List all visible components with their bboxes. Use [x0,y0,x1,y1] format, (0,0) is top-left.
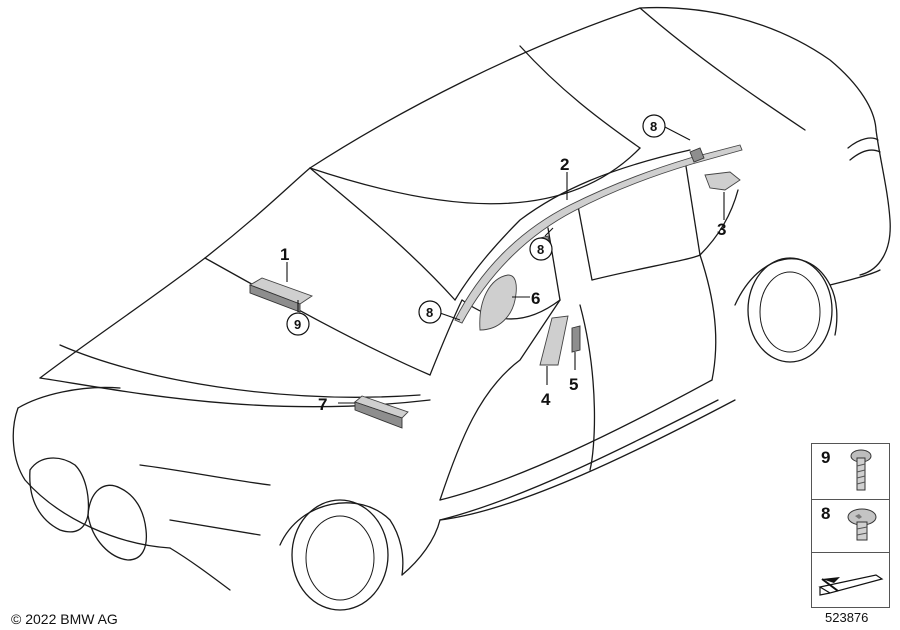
seat-airbag [479,274,517,331]
svg-text:8: 8 [537,242,544,257]
screw-icon [850,449,872,491]
callout-8-top: 8 [642,114,666,138]
legend-row-9: 9 [812,444,889,500]
legend-row-arrow [812,553,889,607]
image-number: 523876 [825,610,869,625]
callout-2: 2 [560,155,569,174]
callout-1: 1 [280,245,289,264]
arrow-icon [818,574,884,596]
callout-7: 7 [318,395,327,414]
callout-6: 6 [531,289,540,308]
svg-text:8: 8 [650,119,657,134]
passenger-airbag [248,277,313,313]
callout-5: 5 [569,375,578,394]
callout-8-left: 8 [418,300,442,324]
legend-number-9: 9 [821,448,831,467]
callout-9: 9 [286,312,310,336]
car-outline [12,6,891,611]
leader-lines [286,125,725,404]
callout-3: 3 [717,220,726,239]
rear-bracket [704,171,741,191]
parts-legend: 9 8 [811,443,890,608]
knee-airbag [354,395,409,429]
svg-text:8: 8 [426,305,433,320]
callout-8-middle: 8 [529,237,553,261]
callout-4: 4 [541,390,551,409]
legend-number-8: 8 [821,504,831,523]
side-airbag-door [539,315,581,366]
svg-text:9: 9 [294,317,301,332]
bolt-icon [847,508,877,541]
copyright-text: © 2022 BMW AG [11,611,118,627]
legend-row-8: 8 [812,500,889,553]
